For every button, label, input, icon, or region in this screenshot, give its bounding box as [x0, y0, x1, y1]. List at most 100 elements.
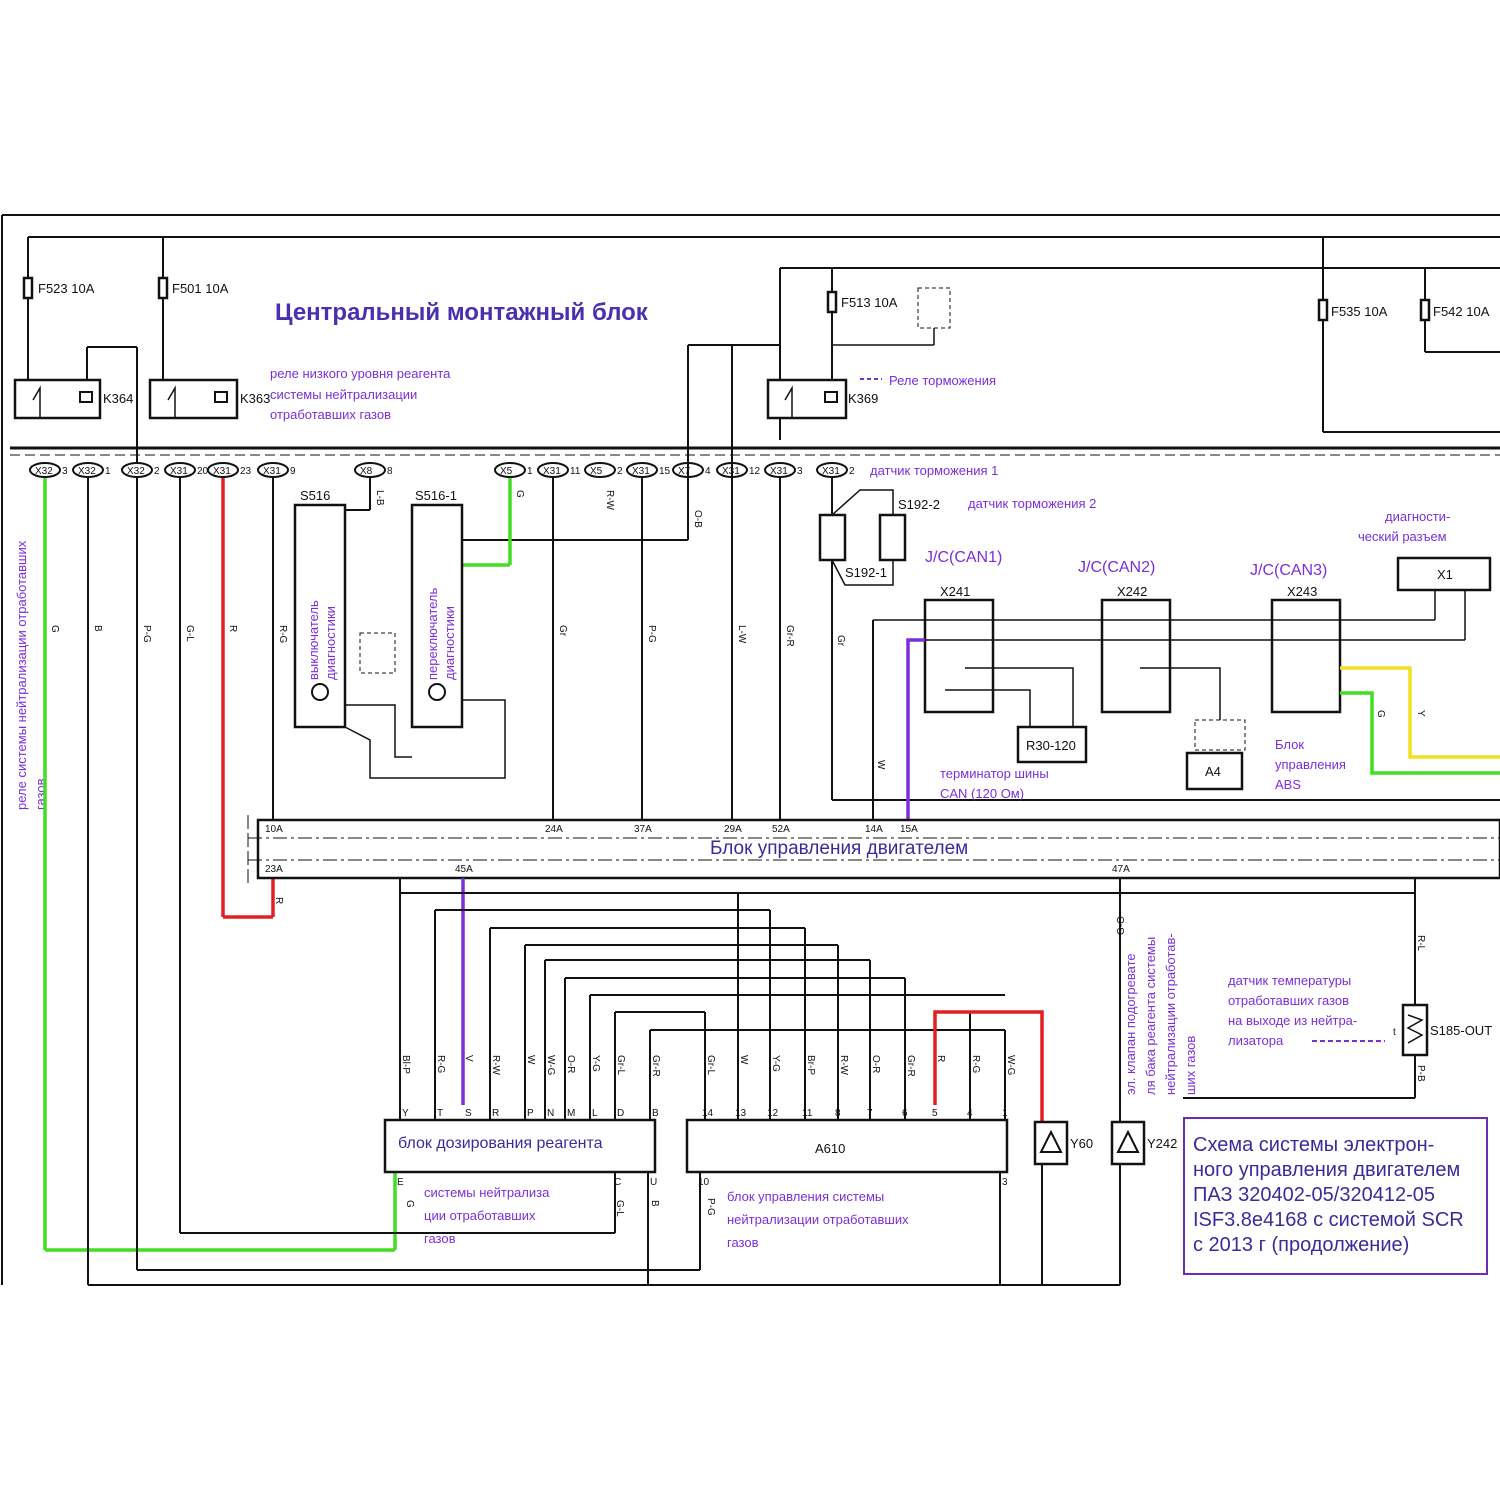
connector-oval — [164, 462, 196, 478]
connector-oval — [537, 462, 569, 478]
wire-code: R — [227, 625, 238, 632]
connector-id: X31 — [543, 466, 561, 477]
r30-label: R30-120 — [1026, 738, 1076, 753]
connector-pin: 9 — [290, 466, 296, 477]
connector-oval — [207, 462, 239, 478]
ecu-pin-top: 37A — [634, 824, 652, 835]
relay-k363-note-2: системы нейтрализации — [270, 387, 417, 402]
a610-wire-code: W-G — [1005, 1055, 1016, 1076]
connector-oval — [121, 462, 153, 478]
relay-k364 — [13, 378, 102, 420]
doser-wire-code: R-W — [490, 1055, 501, 1076]
fuse-f513 — [826, 290, 838, 314]
wire-code: R-W — [604, 490, 615, 511]
heater-note-1: эл. клапан подогревате — [1123, 953, 1138, 1095]
temp-note-4: лизатора — [1228, 1033, 1284, 1048]
s516-1-lamp-icon — [428, 683, 446, 701]
s516-loop-2 — [345, 704, 412, 758]
brake-sensor-s192-2 — [878, 513, 907, 562]
wire-green-abs — [1340, 691, 1500, 775]
ecu-pin-top: 52A — [772, 824, 790, 835]
doser-pin: M — [567, 1108, 575, 1119]
relay-k364-coil — [79, 391, 93, 403]
relay-k369-label: K369 — [848, 391, 878, 406]
wire-code: Y — [1415, 710, 1426, 717]
doser-label: блок дозирования реагента — [398, 1135, 603, 1152]
doser-wire-code: Y-G — [590, 1055, 601, 1072]
relay-k364-contact — [32, 385, 41, 418]
doser-wire-code: Gr-L — [615, 1055, 626, 1075]
jc-can3-label: J/C(CAN3) — [1250, 562, 1327, 579]
switch-s516-1-label: S516-1 — [415, 488, 457, 503]
doser-pin: D — [617, 1108, 624, 1119]
s516-switch-2 — [359, 632, 396, 674]
y60-label: Y60 — [1070, 1136, 1093, 1151]
a610-pin: 12 — [767, 1108, 779, 1119]
heater-note-2: ля бака реагента системы — [1143, 937, 1158, 1095]
doser-pin: L — [592, 1108, 598, 1119]
ecu-band-label: Блок управления двигателем — [710, 838, 968, 859]
doser-wire-b: B — [649, 1200, 660, 1207]
s516-loop-1 — [344, 699, 506, 779]
x1-label: X1 — [1437, 567, 1453, 582]
brake-sensor-1-note: датчик торможения 1 — [870, 463, 998, 478]
connector-pin: 1 — [527, 466, 533, 477]
connector-id: X31 — [822, 466, 840, 477]
connector-oval — [816, 462, 848, 478]
connector-id: X31 — [213, 466, 231, 477]
terminator-wire-2 — [965, 667, 1074, 727]
ecu-pin-bottom: 45A — [455, 864, 473, 875]
connector-oval — [764, 462, 796, 478]
switch-5-box — [917, 287, 951, 329]
doser-pin-c: C — [614, 1177, 621, 1188]
a610-pin-10: 10 — [698, 1177, 710, 1188]
terminator-wire-1 — [945, 689, 1031, 727]
abs-connector — [1194, 719, 1246, 751]
junction-x243 — [1270, 598, 1342, 714]
title-line-3: ПАЗ 320402-05/320412-05 — [1193, 1184, 1435, 1206]
abs-note-3: ABS — [1275, 777, 1301, 792]
fuse-f513-label: F513 10A — [841, 295, 898, 310]
y242-wire-go: G-O — [1116, 916, 1127, 935]
s192-1-label: S192-1 — [845, 565, 887, 580]
connector-pin: 2 — [617, 466, 623, 477]
a610-wire-code: Y-G — [770, 1055, 781, 1072]
connector-oval — [494, 462, 526, 478]
doser-note-3: ции отработавших — [424, 1208, 536, 1223]
a610-pin: 8 — [835, 1108, 841, 1119]
wire-code: G — [514, 490, 525, 498]
s516-note-2: диагностики — [323, 606, 338, 680]
a610-pin: 1 — [1002, 1108, 1008, 1119]
connector-oval — [354, 462, 386, 478]
connector-pin: 8 — [387, 466, 393, 477]
s516-note-1: выключатель — [306, 600, 321, 680]
wire-code: P-G — [141, 625, 152, 643]
doser-wire-code: O-R — [565, 1055, 576, 1073]
brake-sensor-2-note: датчик торможения 2 — [968, 496, 1096, 511]
ecu-pin-bottom: 47A — [1112, 864, 1130, 875]
connector-id: X8 — [360, 466, 373, 477]
valve-y242-icon — [1116, 1129, 1140, 1153]
relay-k363 — [148, 378, 239, 420]
connector-pin: 2 — [849, 466, 855, 477]
sensor-s185-out — [1401, 1003, 1429, 1057]
s185-wire-pb: P-B — [1415, 1065, 1426, 1082]
doser-note-4: газов — [424, 1231, 456, 1246]
connector-pin: 15 — [659, 466, 671, 477]
connector-oval — [29, 462, 61, 478]
doser-wire-code: V — [463, 1055, 474, 1062]
fuse-f542 — [1419, 298, 1431, 322]
a610-pin-3: 3 — [1002, 1177, 1008, 1188]
connector-id: X32 — [127, 466, 145, 477]
diag-conn-note-1: диагности- — [1385, 509, 1450, 524]
switch-s516-label: S516 — [300, 488, 330, 503]
title-block: Схема системы электрон- ного управления … — [1183, 1117, 1488, 1275]
doser-pin-e: E — [397, 1177, 404, 1188]
doser-pin: Y — [402, 1108, 409, 1119]
connector-oval — [584, 462, 616, 478]
connector-pin: 23 — [240, 466, 252, 477]
doser-pin: B — [652, 1108, 659, 1119]
fuse-f542-label: F542 10A — [1433, 304, 1490, 319]
connector-id: X31 — [170, 466, 188, 477]
a610-wire-code: R — [935, 1055, 946, 1062]
